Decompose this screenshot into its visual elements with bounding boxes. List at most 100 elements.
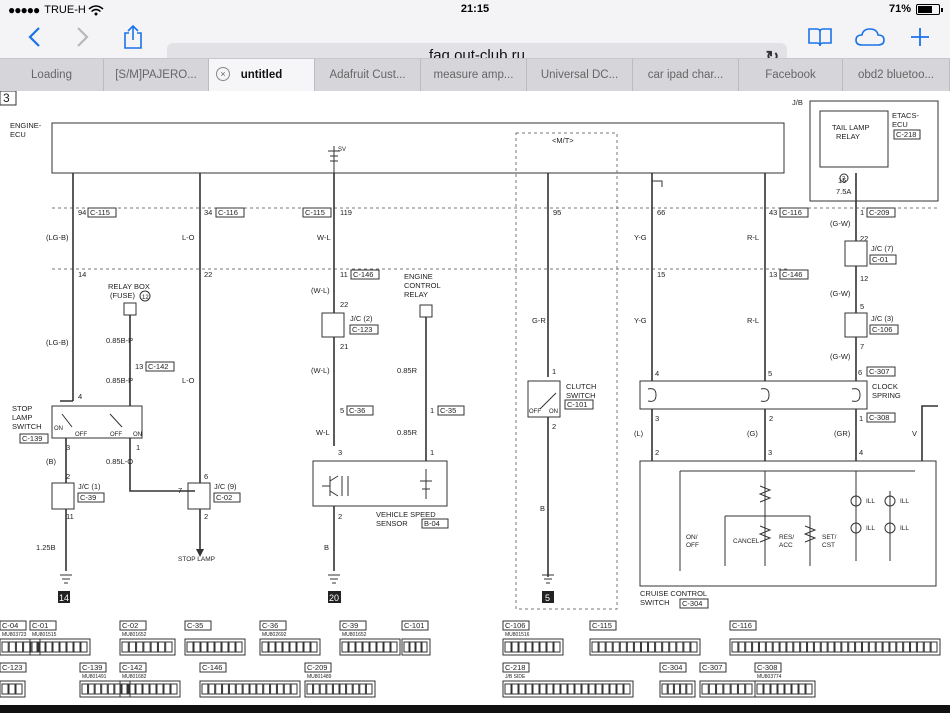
svg-text:(G): (G) [747,429,758,438]
svg-text:4: 4 [655,369,659,378]
svg-text:7: 7 [178,486,182,495]
svg-text:7.5A: 7.5A [836,187,851,196]
svg-text:0.85B-P: 0.85B-P [106,336,133,345]
forward-button[interactable] [66,22,100,52]
svg-text:6: 6 [858,368,862,377]
svg-text:ILL: ILL [900,525,909,532]
svg-text:C-142: C-142 [148,362,168,371]
svg-text:C-209: C-209 [869,208,889,217]
page-index-box [0,91,17,106]
connector-c-116: C-116 [729,620,941,656]
svg-text:1.25B: 1.25B [36,543,56,552]
icloud-tabs-button[interactable] [853,22,887,52]
svg-text:0.85R: 0.85R [397,366,418,375]
tab-facebook[interactable]: Facebook [739,59,843,91]
connector-c-146: C-146 [199,662,301,698]
svg-text:13: 13 [135,362,143,371]
svg-text:C-02: C-02 [122,621,138,630]
status-bar: ●●●●●TRUE-H 21:15 71% [0,0,950,20]
svg-text:C-209: C-209 [307,663,327,672]
svg-text:(G-W): (G-W) [830,289,851,298]
svg-text:W-L: W-L [317,233,331,242]
svg-text:15: 15 [657,270,665,279]
svg-text:C-308: C-308 [757,663,777,672]
share-button[interactable] [116,22,150,52]
svg-text:21: 21 [340,342,348,351]
etacs-ecu-box [819,110,889,168]
svg-text:5: 5 [340,406,344,415]
svg-text:C-116: C-116 [218,208,238,217]
svg-text:C-106: C-106 [872,325,892,334]
svg-text:MU801652: MU801652 [122,632,147,638]
plus-icon [911,28,929,46]
tab-car-ipad[interactable]: car ipad char... [633,59,739,91]
svg-text:(L): (L) [634,429,644,438]
toolbar: faq.out-club.ru ↻ [0,20,950,69]
tab-untitled[interactable]: ×untitled [209,59,315,91]
close-tab-icon[interactable]: × [216,67,230,81]
jb-label: J/B [792,98,803,107]
svg-text:C-146: C-146 [353,270,373,279]
svg-text:SET/CST: SET/CST [822,534,837,549]
jc7-box [844,240,868,267]
svg-text:J/B SIDE: J/B SIDE [505,674,526,680]
svg-text:R-L: R-L [747,316,759,325]
svg-text:C-123: C-123 [2,663,22,672]
svg-text:MU801491: MU801491 [82,674,107,680]
svg-text:MU801682: MU801682 [122,674,147,680]
svg-text:MU803774: MU803774 [757,674,782,680]
svg-text:5: 5 [860,302,864,311]
tab-universal-dc[interactable]: Universal DC... [527,59,633,91]
svg-text:ILL: ILL [866,525,875,532]
tab-measure-amp[interactable]: measure amp... [421,59,527,91]
svg-text:66: 66 [657,208,665,217]
tab-adafruit[interactable]: Adafruit Cust... [315,59,421,91]
jb-box [809,100,939,202]
tab-loading[interactable]: Loading [0,59,104,91]
jc2-box [321,312,345,338]
bookmarks-button[interactable] [803,22,837,52]
svg-text:95: 95 [553,208,561,217]
tab-pajero[interactable]: [S/M]PAJERO... [104,59,209,91]
svg-text:C-36: C-36 [262,621,278,630]
svg-text:0.85R: 0.85R [397,428,418,437]
carrier-label: TRUE-H [44,4,86,16]
jc1-box [51,482,75,510]
ground-14-box [58,591,70,603]
svg-text:C-39: C-39 [342,621,358,630]
svg-text:4: 4 [78,392,82,401]
svg-text:1: 1 [859,414,863,423]
connector-c-101: C-101 [401,620,431,656]
svg-text:J/C (1): J/C (1) [78,482,101,491]
svg-text:(W-L): (W-L) [311,366,330,375]
tab-obd2[interactable]: obd2 bluetoo... [843,59,950,91]
svg-text:34: 34 [204,208,212,217]
connector-reference: C-04MU803723C-01MU801515C-02MU801652C-35… [0,620,941,698]
wifi-icon [88,4,104,15]
mt-option-box [515,132,618,610]
new-tab-button[interactable] [903,22,937,52]
back-button[interactable] [17,22,51,52]
svg-text:2: 2 [338,512,342,521]
jc9-box [187,482,211,510]
svg-text:SV: SV [338,147,346,153]
svg-text:OFF: OFF [110,432,122,438]
svg-text:C-115: C-115 [305,208,325,217]
tab-bar: Loading [S/M]PAJERO... ×untitled Adafrui… [0,58,950,91]
svg-text:L-O: L-O [182,233,195,242]
etacs-ecu-label: ETACS-ECU [892,111,919,129]
svg-text:C-36: C-36 [349,406,365,415]
